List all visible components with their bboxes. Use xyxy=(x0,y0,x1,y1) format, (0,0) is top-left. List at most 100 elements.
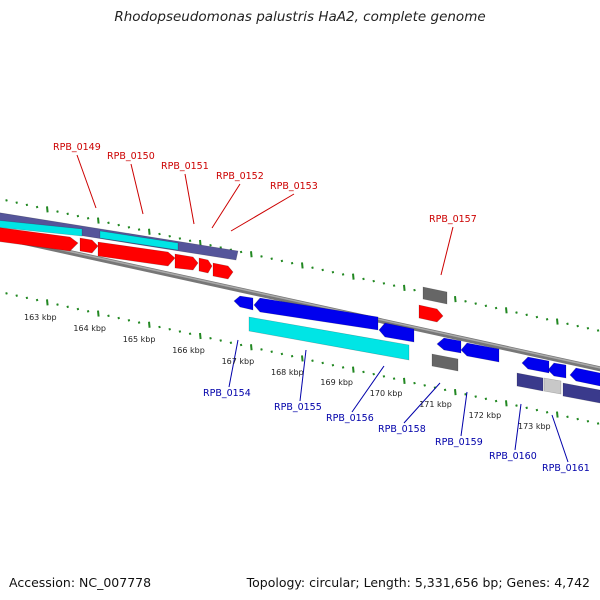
forward-major-tick xyxy=(250,251,253,258)
reverse-gene-label: RPB_0159 xyxy=(435,437,483,448)
reverse-gene-label: RPB_0158 xyxy=(378,424,426,435)
reverse-minor-tick xyxy=(270,350,273,353)
forward-minor-tick xyxy=(515,311,518,314)
reverse-major-tick xyxy=(97,310,100,317)
forward-minor-tick xyxy=(86,217,90,220)
reverse-gene-label: RPB_0154 xyxy=(203,388,251,399)
reverse-minor-tick xyxy=(392,377,396,380)
reverse-gene-label: RPB_0155 xyxy=(274,402,322,413)
reverse-minor-tick xyxy=(158,325,161,329)
reverse-minor-tick xyxy=(413,381,416,385)
reverse-leader-line xyxy=(403,382,441,424)
forward-minor-tick xyxy=(137,228,141,231)
forward-minor-tick xyxy=(566,322,569,326)
backbone-line xyxy=(0,234,600,372)
forward-major-tick xyxy=(505,307,508,314)
forward-minor-tick xyxy=(280,259,284,263)
forward-rna-block xyxy=(99,230,179,251)
forward-gene-label: RPB_0149 xyxy=(53,142,101,153)
forward-cds-arrow xyxy=(0,227,79,252)
forward-minor-tick xyxy=(219,246,222,249)
reverse-major-tick xyxy=(505,400,508,407)
forward-major-tick xyxy=(454,296,457,303)
forward-gene-label: RPB_0153 xyxy=(270,181,318,192)
forward-minor-tick xyxy=(35,205,39,209)
reverse-leader-line xyxy=(299,349,307,402)
kbp-label: 164 kbp xyxy=(73,323,106,333)
reverse-minor-tick xyxy=(331,363,335,367)
forward-minor-tick xyxy=(66,212,69,216)
forward-minor-tick xyxy=(413,288,416,292)
forward-leader-line xyxy=(440,226,454,276)
reverse-major-tick xyxy=(403,377,406,384)
forward-cds-arrow xyxy=(418,304,444,323)
pseudogene-block xyxy=(543,377,562,395)
reverse-minor-tick xyxy=(290,354,294,358)
reverse-minor-tick xyxy=(25,296,29,300)
kbp-label: 171 kbp xyxy=(419,400,452,410)
reverse-major-tick xyxy=(148,321,151,328)
reverse-minor-tick xyxy=(229,341,233,345)
reverse-cds-arrow xyxy=(253,297,379,331)
label-leader-lines xyxy=(76,154,569,463)
reverse-minor-tick xyxy=(188,332,192,336)
reverse-minor-tick xyxy=(127,319,131,322)
forward-leader-line xyxy=(211,183,241,229)
reverse-gene-label: RPB_0160 xyxy=(489,451,537,462)
forward-minor-tick xyxy=(260,255,263,258)
forward-minor-tick xyxy=(576,324,579,328)
forward-minor-tick xyxy=(474,302,477,305)
forward-cds-arrow xyxy=(174,253,199,271)
forward-cds-arrow xyxy=(97,241,176,267)
reverse-minor-tick xyxy=(484,397,488,401)
forward-minor-tick xyxy=(239,250,243,254)
kbp-label: 169 kbp xyxy=(320,378,353,388)
reverse-minor-tick xyxy=(219,339,222,342)
forward-minor-tick xyxy=(382,282,386,285)
forward-leader-line xyxy=(130,163,144,215)
reverse-leader-line xyxy=(351,365,385,413)
reverse-minor-tick xyxy=(596,422,600,425)
reverse-minor-tick xyxy=(76,307,80,311)
forward-leader-line xyxy=(230,193,295,232)
reverse-minor-tick xyxy=(474,395,477,398)
forward-minor-tick xyxy=(188,239,192,243)
reverse-leader-line xyxy=(228,339,239,388)
feature-blocks xyxy=(0,212,600,404)
reverse-minor-tick xyxy=(586,419,590,423)
forward-minor-tick xyxy=(596,329,600,332)
genome-backbone xyxy=(0,234,600,372)
kbp-label: 167 kbp xyxy=(221,356,255,366)
forward-minor-tick xyxy=(76,214,80,218)
reverse-cds-arrow xyxy=(436,337,462,354)
reverse-minor-tick xyxy=(443,388,447,392)
reverse-minor-tick xyxy=(545,411,549,414)
reverse-minor-tick xyxy=(566,415,569,419)
forward-minor-tick xyxy=(372,279,375,283)
reverse-major-tick xyxy=(352,366,355,373)
reverse-major-tick xyxy=(454,389,457,396)
forward-minor-tick xyxy=(168,234,171,238)
forward-leader-line xyxy=(76,154,97,209)
reverse-minor-tick xyxy=(209,336,212,340)
kbp-label: 168 kbp xyxy=(271,367,304,377)
reverse-major-tick xyxy=(301,355,304,362)
reverse-gene-label: RPB_0161 xyxy=(542,463,590,474)
reverse-minor-tick xyxy=(239,343,243,347)
forward-minor-tick xyxy=(586,326,590,330)
reverse-cds-arrow xyxy=(378,322,415,343)
forward-tick-ruler xyxy=(5,199,600,332)
reverse-major-tick xyxy=(199,332,202,340)
kbp-label: 163 kbp xyxy=(24,313,57,322)
reverse-cds-arrow xyxy=(569,367,600,387)
reverse-minor-tick xyxy=(576,417,579,421)
forward-minor-tick xyxy=(158,232,161,236)
forward-minor-tick xyxy=(321,268,324,272)
reverse-leader-line xyxy=(460,391,468,437)
forward-minor-tick xyxy=(290,261,294,265)
reverse-minor-tick xyxy=(86,310,90,313)
reverse-major-tick xyxy=(250,344,253,351)
forward-major-tick xyxy=(352,273,355,280)
reverse-minor-tick xyxy=(372,372,375,376)
